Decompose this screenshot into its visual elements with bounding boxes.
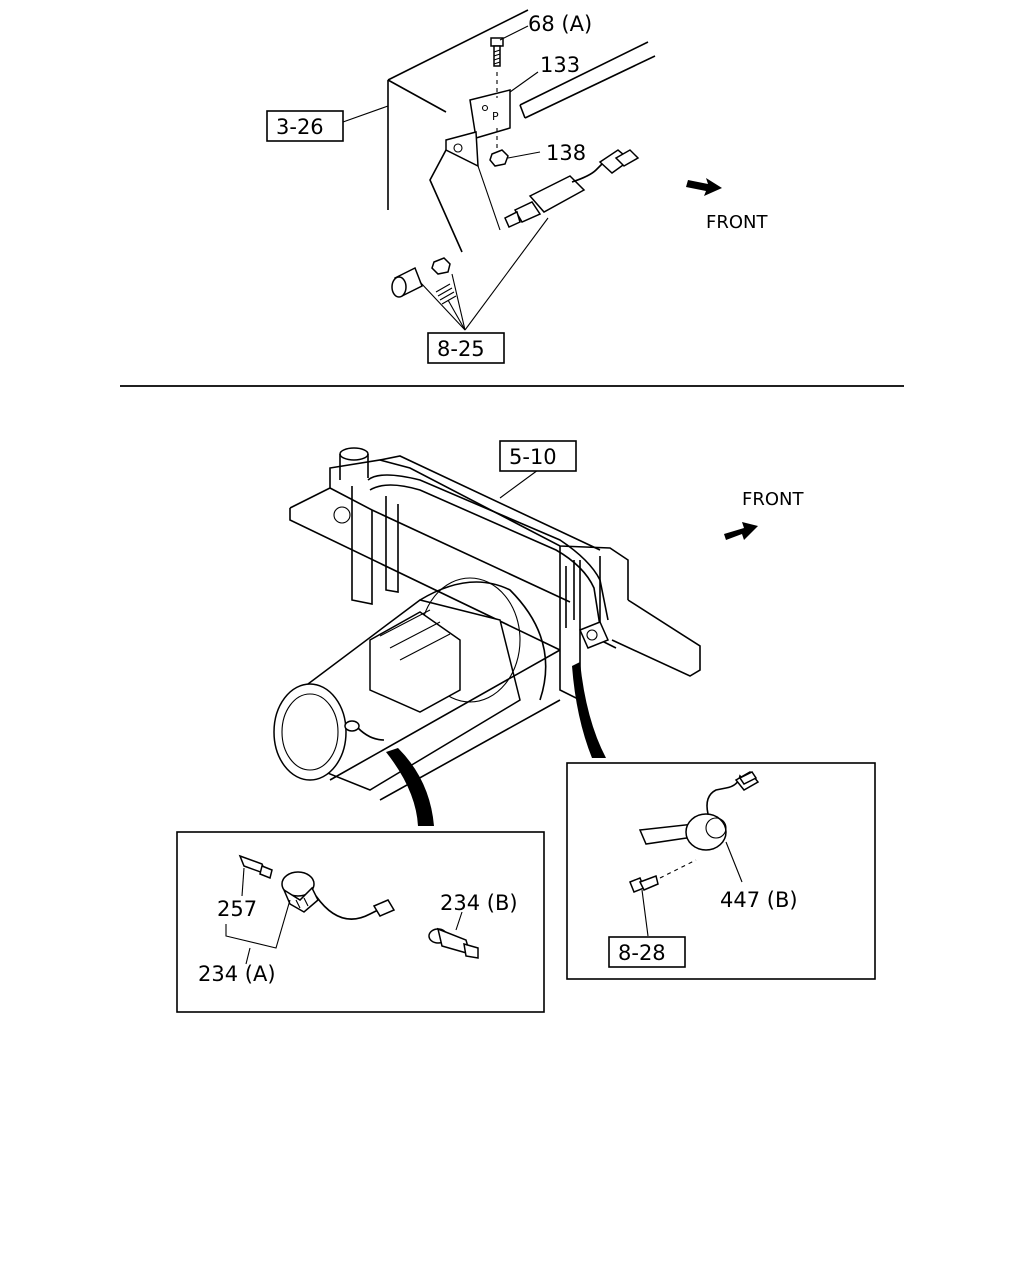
ref-box-5-10 xyxy=(499,440,577,472)
bottom-assembly: 5-10 FRONT xyxy=(273,440,804,826)
ref-box-8-25 xyxy=(427,332,505,364)
part-234b xyxy=(428,927,479,959)
detail-box-left: 257 234 (A) 234 (B) xyxy=(176,831,545,1013)
callout-234a: 234 (A) xyxy=(198,962,276,986)
part-257 xyxy=(238,854,273,880)
bolt-68a xyxy=(490,37,504,67)
bracket-133 xyxy=(469,89,511,139)
ref-5-10: 5-10 xyxy=(509,445,557,469)
front-label-bottom: FRONT xyxy=(742,489,804,510)
ref-box-8-28 xyxy=(608,936,686,968)
callout-257: 257 xyxy=(217,897,257,921)
top-assembly: P xyxy=(266,9,768,364)
sensor-234a-installed xyxy=(344,720,385,741)
ref-box-3-26 xyxy=(266,110,344,142)
callout-138: 138 xyxy=(546,141,586,165)
switch-447b-installed xyxy=(578,621,610,649)
ref-3-26: 3-26 xyxy=(276,115,324,139)
ref-8-28: 8-28 xyxy=(618,941,666,965)
svg-text:P: P xyxy=(492,110,499,123)
part-234a xyxy=(281,871,396,920)
callout-447b: 447 (B) xyxy=(720,888,798,912)
front-label-top: FRONT xyxy=(706,212,768,233)
ref-8-25: 8-25 xyxy=(437,337,485,361)
starter-motor xyxy=(273,577,561,801)
pointer-left xyxy=(386,748,434,826)
callout-68a: 68 (A) xyxy=(528,12,592,36)
front-arrow-top-icon xyxy=(686,178,722,196)
bolt-8-28 xyxy=(629,875,659,893)
detail-frame-left xyxy=(176,831,545,1013)
hardware-8-25 xyxy=(391,257,457,305)
nut-138 xyxy=(489,149,509,167)
switch-assembly xyxy=(504,149,640,228)
pointer-right xyxy=(572,662,606,758)
callout-133: 133 xyxy=(540,53,580,77)
front-arrow-bottom-icon xyxy=(724,522,758,540)
part-447b xyxy=(638,771,760,851)
callout-234b: 234 (B) xyxy=(440,891,518,915)
detail-box-right: 8-28 447 (B) xyxy=(566,762,876,980)
